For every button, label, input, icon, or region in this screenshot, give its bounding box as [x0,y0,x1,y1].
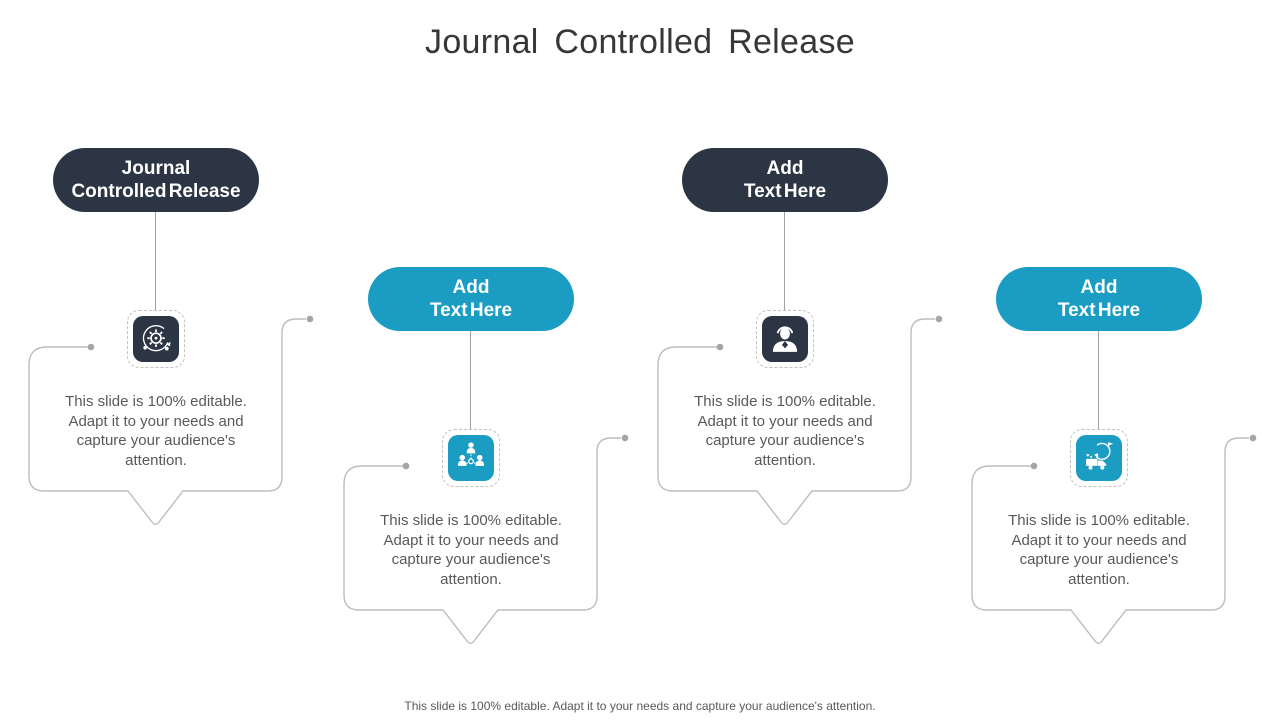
slide-title[interactable]: Journal Controlled Release [425,23,855,61]
slide-footer-note: This slide is 100% editable. Adapt it to… [404,699,876,713]
pill-line2: Controlled Release [71,181,241,202]
logistics-truck-icon[interactable] [1076,435,1122,481]
bubble-endpoint-dot [935,315,943,323]
icon-frame [756,310,814,368]
pill-line1: Add [1080,277,1118,298]
pill-line1: Add [766,158,804,179]
process-gear-icon[interactable] [133,316,179,362]
icon-frame [442,429,500,487]
bubble-endpoint-dot [1249,434,1257,442]
icon-frame [1070,429,1128,487]
bubble-endpoint-dot [716,343,724,351]
pill-line2: Text Here [743,181,827,202]
bubble-endpoint-dot [402,462,410,470]
callout-bubble-outline [971,434,1257,644]
pill-line2: Text Here [1057,300,1141,321]
icon-frame [127,310,185,368]
callout-text[interactable]: This slide is 100% editable. Adapt it to… [380,512,562,588]
connector-line [470,331,471,430]
bubble-endpoint-dot [621,434,629,442]
callout-bubble-outline [28,315,314,525]
pill-line1: Add [452,277,490,298]
bubble-endpoint-dot [87,343,95,351]
team-icon[interactable] [448,435,494,481]
callout-bubble-outline [657,315,943,525]
callout-bubble-outline [343,434,629,644]
connector-line [155,212,156,311]
connector-line [1098,331,1099,430]
bubble-endpoint-dot [1030,462,1038,470]
pill-line1: Journal [121,158,191,179]
pill-line2: Text Here [429,300,513,321]
callout-text[interactable]: This slide is 100% editable. Adapt it to… [1008,512,1190,588]
bubble-endpoint-dot [306,315,314,323]
connector-line [784,212,785,311]
person-icon[interactable] [762,316,808,362]
callout-text[interactable]: This slide is 100% editable. Adapt it to… [694,393,876,469]
callout-text[interactable]: This slide is 100% editable. Adapt it to… [65,393,247,469]
